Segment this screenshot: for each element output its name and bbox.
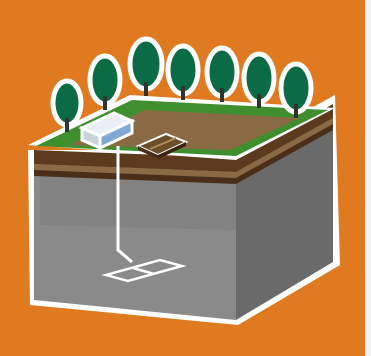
tree-icon xyxy=(168,46,198,100)
tree-icon xyxy=(207,48,237,102)
tree-icon xyxy=(244,54,274,108)
tree-icon xyxy=(130,39,162,96)
tree-icon xyxy=(90,56,120,110)
right-edge-strip xyxy=(365,0,371,356)
